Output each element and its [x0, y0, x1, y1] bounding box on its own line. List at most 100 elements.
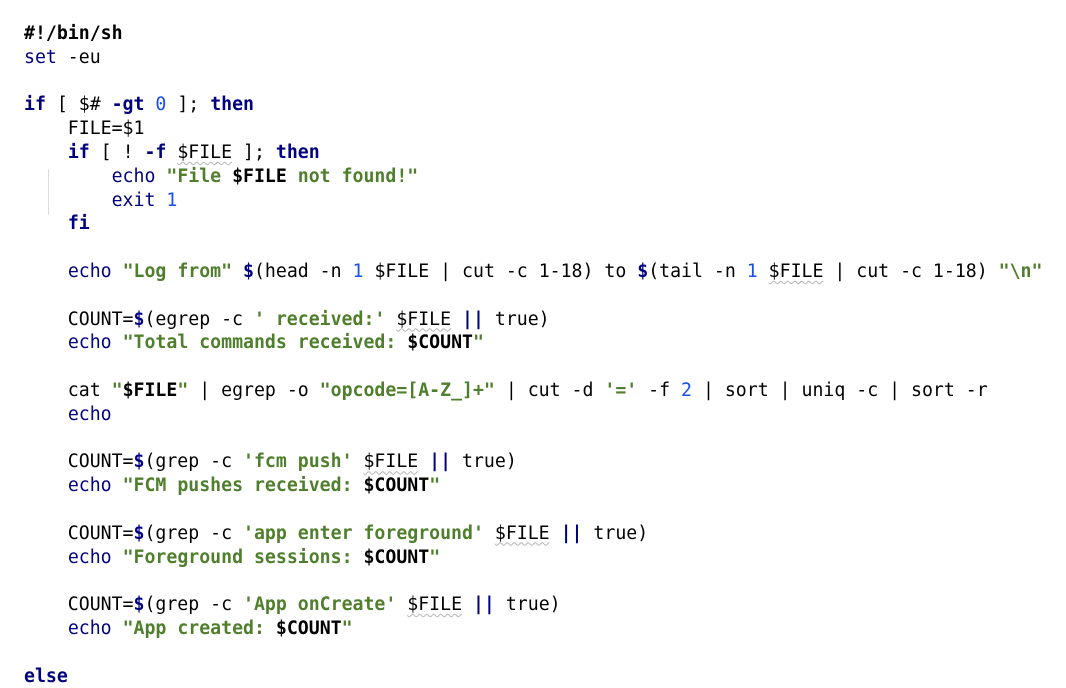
code-token: $FILE: [768, 260, 824, 282]
code-token: [ !: [89, 141, 145, 163]
code-token: ": [177, 379, 189, 401]
code-token: [353, 451, 364, 472]
code-token: 2: [681, 379, 692, 401]
code-token: [24, 332, 68, 353]
code-token: "App created:: [122, 617, 276, 639]
code-token: "Log from": [122, 260, 233, 282]
code-line[interactable]: fi: [24, 212, 1042, 236]
code-line[interactable]: COUNT=$(grep -c 'App onCreate' $FILE || …: [24, 593, 1042, 617]
code-token: -eu: [56, 46, 101, 68]
code-token: ": [429, 475, 441, 497]
code-line[interactable]: [24, 641, 1042, 665]
code-token: echo: [111, 165, 156, 187]
code-token: $COUNT: [363, 546, 430, 568]
code-line[interactable]: [24, 355, 1042, 379]
code-token: (grep -c: [144, 522, 244, 544]
code-token: [550, 523, 561, 544]
code-token: -f: [144, 141, 167, 163]
code-token: [24, 475, 68, 496]
indent-guide: [48, 169, 49, 215]
code-line[interactable]: [24, 498, 1042, 522]
code-token: | sort | uniq -c | sort -r: [692, 379, 988, 401]
code-token: "\n": [998, 260, 1043, 282]
code-line[interactable]: if [ $# -gt 0 ]; then: [24, 93, 1042, 117]
code-token: ];: [166, 94, 211, 116]
code-token: cat: [24, 379, 112, 401]
code-token: ||: [462, 308, 484, 330]
code-line[interactable]: [24, 427, 1042, 451]
code-token: if: [67, 141, 90, 163]
code-token: ": [111, 379, 123, 401]
code-token: $COUNT: [275, 617, 342, 639]
code-line[interactable]: set -eu: [24, 46, 1042, 70]
code-line[interactable]: if [ ! -f $FILE ]; then: [24, 141, 1042, 165]
code-token: [112, 547, 123, 568]
code-token: $FILE: [363, 451, 419, 473]
code-token: ||: [472, 594, 495, 616]
code-token: ||: [429, 451, 452, 473]
code-token: [396, 594, 407, 615]
code-token: [166, 142, 177, 163]
code-line[interactable]: echo "Foreground sessions: $COUNT": [24, 546, 1042, 570]
code-token: $FILE | cut -c 1-18) to: [363, 260, 638, 282]
code-token: [112, 618, 123, 639]
code-token: COUNT=: [24, 594, 134, 616]
code-token: [155, 166, 166, 187]
code-token: echo: [67, 403, 112, 425]
code-token: echo: [67, 475, 112, 497]
code-token: ": [429, 546, 441, 568]
code-line[interactable]: echo: [24, 403, 1042, 427]
code-token: $FILE: [396, 308, 452, 330]
code-token: echo: [67, 260, 112, 282]
code-token: [418, 451, 429, 472]
code-line[interactable]: else: [24, 665, 1042, 688]
code-line[interactable]: [24, 70, 1042, 94]
code-token: $: [637, 260, 649, 282]
code-token: [24, 404, 68, 425]
code-line[interactable]: #!/bin/sh: [24, 22, 1042, 46]
code-line[interactable]: cat "$FILE" | egrep -o "opcode=[A-Z_]+" …: [24, 379, 1042, 403]
code-token: ' received:': [253, 308, 386, 330]
code-token: [24, 618, 68, 639]
code-token: "FCM pushes received:: [122, 475, 364, 497]
code-token: [484, 523, 495, 544]
code-line[interactable]: COUNT=$(egrep -c ' received:' $FILE || t…: [24, 308, 1042, 332]
code-line[interactable]: FILE=$1: [24, 117, 1042, 141]
code-token: $COUNT: [407, 332, 473, 354]
code-line[interactable]: echo "App created: $COUNT": [24, 617, 1042, 641]
code-token: [24, 166, 112, 187]
code-token: (grep -c: [144, 451, 244, 473]
code-line[interactable]: COUNT=$(grep -c 'app enter foreground' $…: [24, 522, 1042, 546]
code-line[interactable]: [24, 284, 1042, 308]
code-token: (tail -n: [648, 260, 747, 282]
code-token: 1: [746, 260, 758, 282]
code-line[interactable]: echo "Log from" $(head -n 1 $FILE | cut …: [24, 260, 1043, 284]
code-token: if: [24, 94, 46, 116]
code-token: $: [133, 522, 145, 544]
code-line[interactable]: echo "File $FILE not found!": [24, 165, 1042, 189]
code-line[interactable]: [24, 236, 1042, 260]
code-token: ": [472, 332, 484, 354]
code-line[interactable]: exit 1: [24, 189, 1042, 213]
code-token: then: [210, 94, 254, 116]
code-token: [24, 142, 68, 163]
code-token: [758, 261, 769, 282]
code-token: -f: [637, 379, 682, 401]
code-token: "opcode=[A-Z_]+": [319, 379, 495, 401]
code-token: exit: [111, 189, 156, 211]
code-token: set: [24, 46, 57, 68]
code-token: true): [582, 522, 649, 544]
code-token: $: [133, 594, 145, 616]
code-line[interactable]: echo "FCM pushes received: $COUNT": [24, 474, 1042, 498]
code-token: COUNT=: [24, 308, 134, 330]
code-line[interactable]: COUNT=$(grep -c 'fcm push' $FILE || true…: [24, 450, 1042, 474]
code-token: 1: [166, 189, 178, 211]
code-line[interactable]: echo "Total commands received: $COUNT": [24, 331, 1042, 355]
code-token: "Total commands received:: [122, 332, 408, 354]
code-line[interactable]: [24, 569, 1042, 593]
code-token: [112, 261, 123, 282]
code-token: $FILE: [122, 379, 178, 401]
code-token: | cut -c 1-18): [823, 260, 999, 282]
